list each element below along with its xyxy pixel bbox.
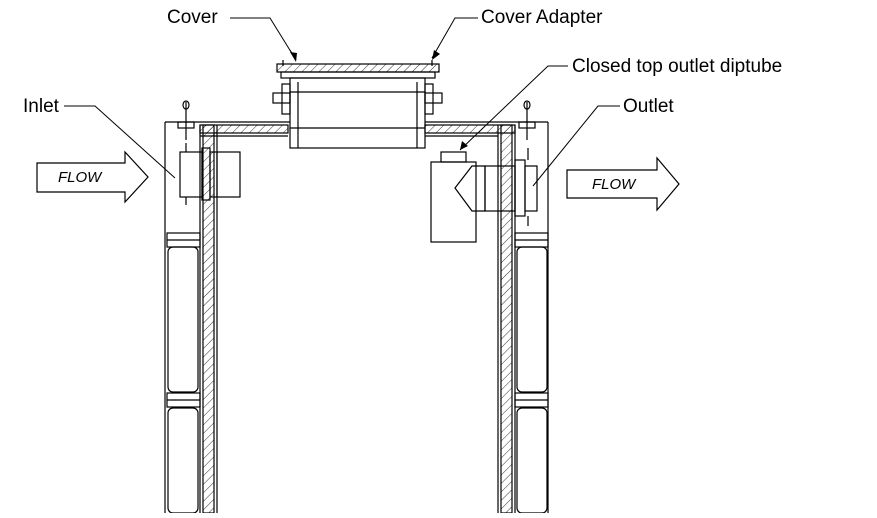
- label-cover: Cover: [167, 7, 218, 28]
- label-leader-lines: [64, 17, 620, 187]
- label-outlet: Outlet: [623, 96, 674, 117]
- tank-top: [165, 121, 548, 137]
- outlet-fitting: [454, 148, 538, 226]
- label-flow-in: FLOW: [58, 169, 102, 186]
- left-top-bolt: [177, 100, 195, 140]
- tank-right-wall: [497, 122, 549, 514]
- flow-in-arrow: [36, 150, 149, 204]
- label-cover-adapter: Cover Adapter: [481, 7, 603, 28]
- inlet-fitting: [179, 143, 241, 205]
- label-closed-top-outlet-diptube: Closed top outlet diptube: [572, 56, 783, 77]
- label-inlet: Inlet: [23, 96, 59, 117]
- right-top-bolt: [518, 100, 536, 140]
- cover-plate: [276, 60, 440, 79]
- closed-top-outlet-diptube: [430, 151, 477, 243]
- leader-arrowheads: [290, 50, 468, 150]
- flow-out-arrow: [566, 156, 680, 212]
- label-flow-out: FLOW: [592, 176, 636, 193]
- tank-left-wall: [164, 122, 218, 514]
- cover-adapter-riser: [272, 77, 443, 149]
